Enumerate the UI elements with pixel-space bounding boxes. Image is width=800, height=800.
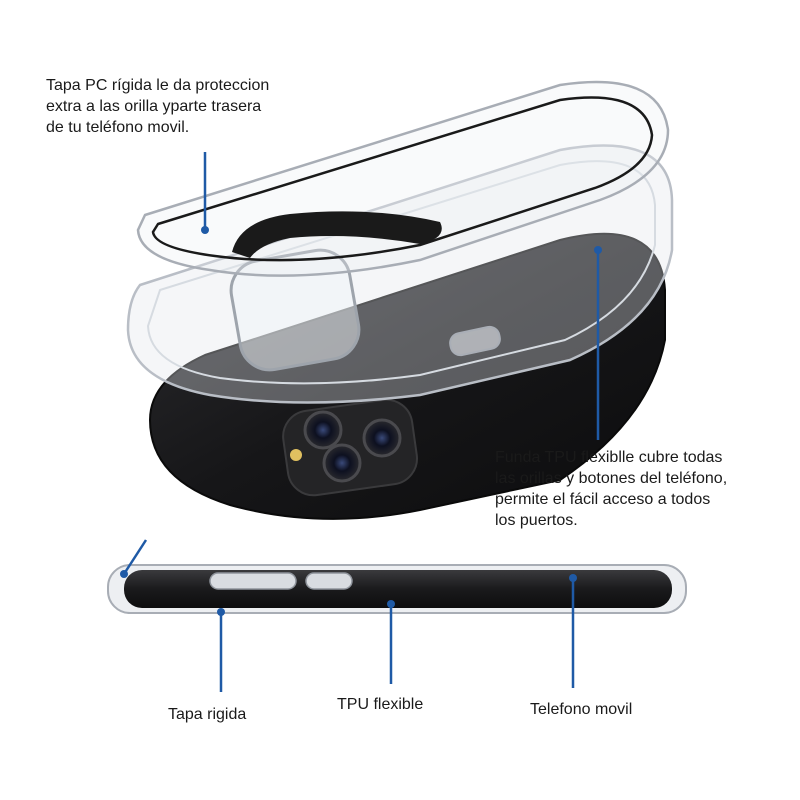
pointer-rigid bbox=[217, 608, 225, 692]
pointer-tpu bbox=[387, 600, 395, 684]
pc-cover bbox=[136, 80, 670, 277]
pc-cover-callout: Tapa PC rígida le da proteccion extra a … bbox=[46, 75, 269, 138]
tpu-case-line-3: permite el fácil acceso a todos bbox=[495, 491, 711, 508]
pc-cover-line-2: extra a las orilla yparte trasera bbox=[46, 98, 262, 115]
tpu-case bbox=[126, 144, 674, 404]
rigid-cover-label: Tapa rigida bbox=[168, 706, 247, 723]
pointer-pc-cover bbox=[201, 152, 209, 234]
pointer-tpu-case bbox=[594, 246, 602, 440]
tpu-flexible-label: TPU flexible bbox=[337, 696, 424, 713]
pointer-corner bbox=[120, 539, 148, 578]
tpu-case-line-1: Funda TPU flexiblle cubre todas bbox=[495, 449, 723, 466]
phone-label: Telefono movil bbox=[530, 701, 633, 718]
tpu-case-line-2: las orillas y botones del teléfono, bbox=[495, 470, 728, 487]
pointer-phone bbox=[569, 574, 577, 688]
pc-cover-line-1: Tapa PC rígida le da proteccion bbox=[46, 77, 270, 94]
side-view bbox=[107, 564, 687, 614]
tpu-case-line-4: los puertos. bbox=[495, 512, 578, 529]
camera-module bbox=[282, 398, 418, 497]
tpu-case-callout: Funda TPU flexiblle cubre todas las oril… bbox=[495, 447, 727, 531]
pc-cover-line-3: de tu teléfono movil. bbox=[46, 119, 190, 136]
